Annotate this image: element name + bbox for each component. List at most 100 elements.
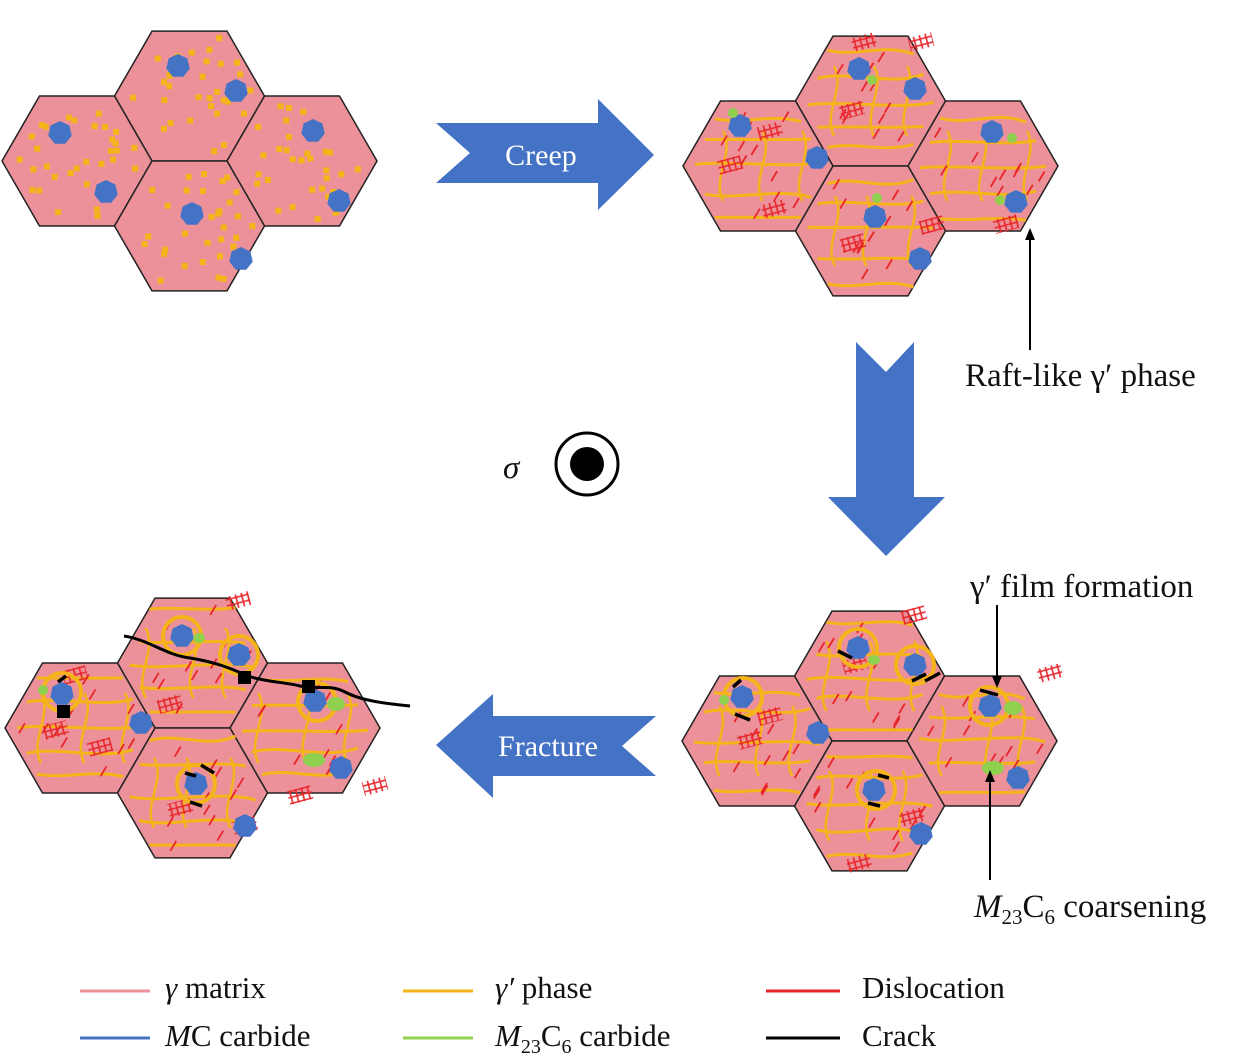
micro-crack [56,674,68,684]
dislocation [229,789,238,801]
gamma-prime-particle [260,152,267,159]
gamma-prime-particle [36,187,43,194]
m23c6-carbide [327,697,345,711]
dislocation-network [907,32,935,52]
dislocation-network [756,706,784,726]
gamma-prime-particle [167,120,174,127]
stress-direction: σ [503,431,620,497]
gamma-prime-particle [95,110,102,117]
gamma-prime-particle [338,171,345,178]
gamma-prime-particle [249,223,256,230]
dislocation [832,178,841,190]
creep-label: Creep [505,139,577,172]
raft-band [826,754,913,760]
dislocation [760,782,768,794]
mc-carbide [909,822,933,845]
mc-carbides [730,636,1030,845]
mc-carbide [303,689,327,712]
gamma-prime-particle [93,206,100,213]
micro-crack [979,688,999,697]
gamma-prime-particle [325,193,332,200]
micro-crack [911,672,927,683]
dislocation [971,151,979,163]
gamma-prime-particle [216,253,223,260]
mc-carbide [980,120,1004,143]
dislocation [209,604,217,616]
dislocation [190,669,199,681]
mc-carbide [166,54,190,77]
raft-band [939,115,1027,124]
dislocation [216,830,225,842]
dislocation [893,714,901,726]
legend-crack: Crack [862,1018,937,1053]
gamma-prime-particle [218,236,225,243]
gamma-prime-particle [183,187,190,194]
mc-carbide [329,756,353,779]
gamma-prime-particle [283,147,290,154]
gamma-prime-particle [30,166,37,173]
dislocation [88,688,97,700]
dislocation [732,761,741,773]
dislocation [203,804,211,816]
micro-cracks [56,674,215,808]
gamma-prime-particle [166,83,173,90]
dislocation [720,134,728,146]
gamma-prime-particle [309,186,316,193]
gamma-prime-particle [206,95,213,102]
mc-carbide [978,694,1002,717]
m23c6-carbide [193,633,205,643]
dislocation [781,111,790,123]
micro-cracks [731,649,999,808]
gamma-prime-particle [300,108,307,115]
dislocation-network [1036,663,1064,683]
coarsening-annotation: M23C6 coarsening [973,770,1206,929]
m23c6-carbide [303,753,325,767]
raft-band [714,116,802,124]
dislocation [258,704,267,716]
gamma-prime-particle [161,78,168,85]
dislocation [157,678,165,690]
panel-film [681,605,1064,873]
micro-crack [184,771,197,778]
dislocation [127,738,136,749]
dislocation [214,766,223,778]
gamma-prime-particle [298,157,305,164]
dislocation [844,690,853,702]
dislocation [214,672,223,684]
mc-carbide [94,180,118,203]
dislocation-network [42,720,70,740]
gamma-prime-particle [203,58,210,65]
raft-link [149,757,159,829]
gamma-prime-particle [220,142,227,149]
m23c6-carbide [719,695,729,705]
dislocation [792,743,800,755]
gamma-prime-particle [289,204,296,211]
dislocation-network [716,155,744,175]
gamma-prime-particle [204,239,211,246]
dislocation [892,841,901,853]
gamma-prime-particle [166,72,173,79]
legend-m23c6: M23C6 carbide [494,1018,670,1058]
mc-carbide [903,77,927,100]
dislocation [184,660,193,672]
dislocation-network [361,776,389,796]
gamma-prime-particle [29,186,36,193]
m23c6-carbide [982,761,1004,775]
mc-carbide [862,778,886,801]
creep-arrow: Creep [436,99,654,210]
raft-band [816,692,924,701]
raft-link [79,692,90,764]
dislocation [897,130,905,142]
raft-link [714,705,725,777]
m23c6-carbide [1004,701,1022,715]
gamma-prime-particle [216,35,223,42]
dislocation [99,765,108,777]
gamma-prime-particle [199,73,206,80]
micro-crack [867,801,881,808]
dislocation-network [839,233,867,253]
gamma-prime-particle [112,140,119,147]
dislocation [813,801,822,813]
dislocation [891,189,900,201]
mc-carbide [730,685,754,708]
dislocation [1036,743,1044,755]
